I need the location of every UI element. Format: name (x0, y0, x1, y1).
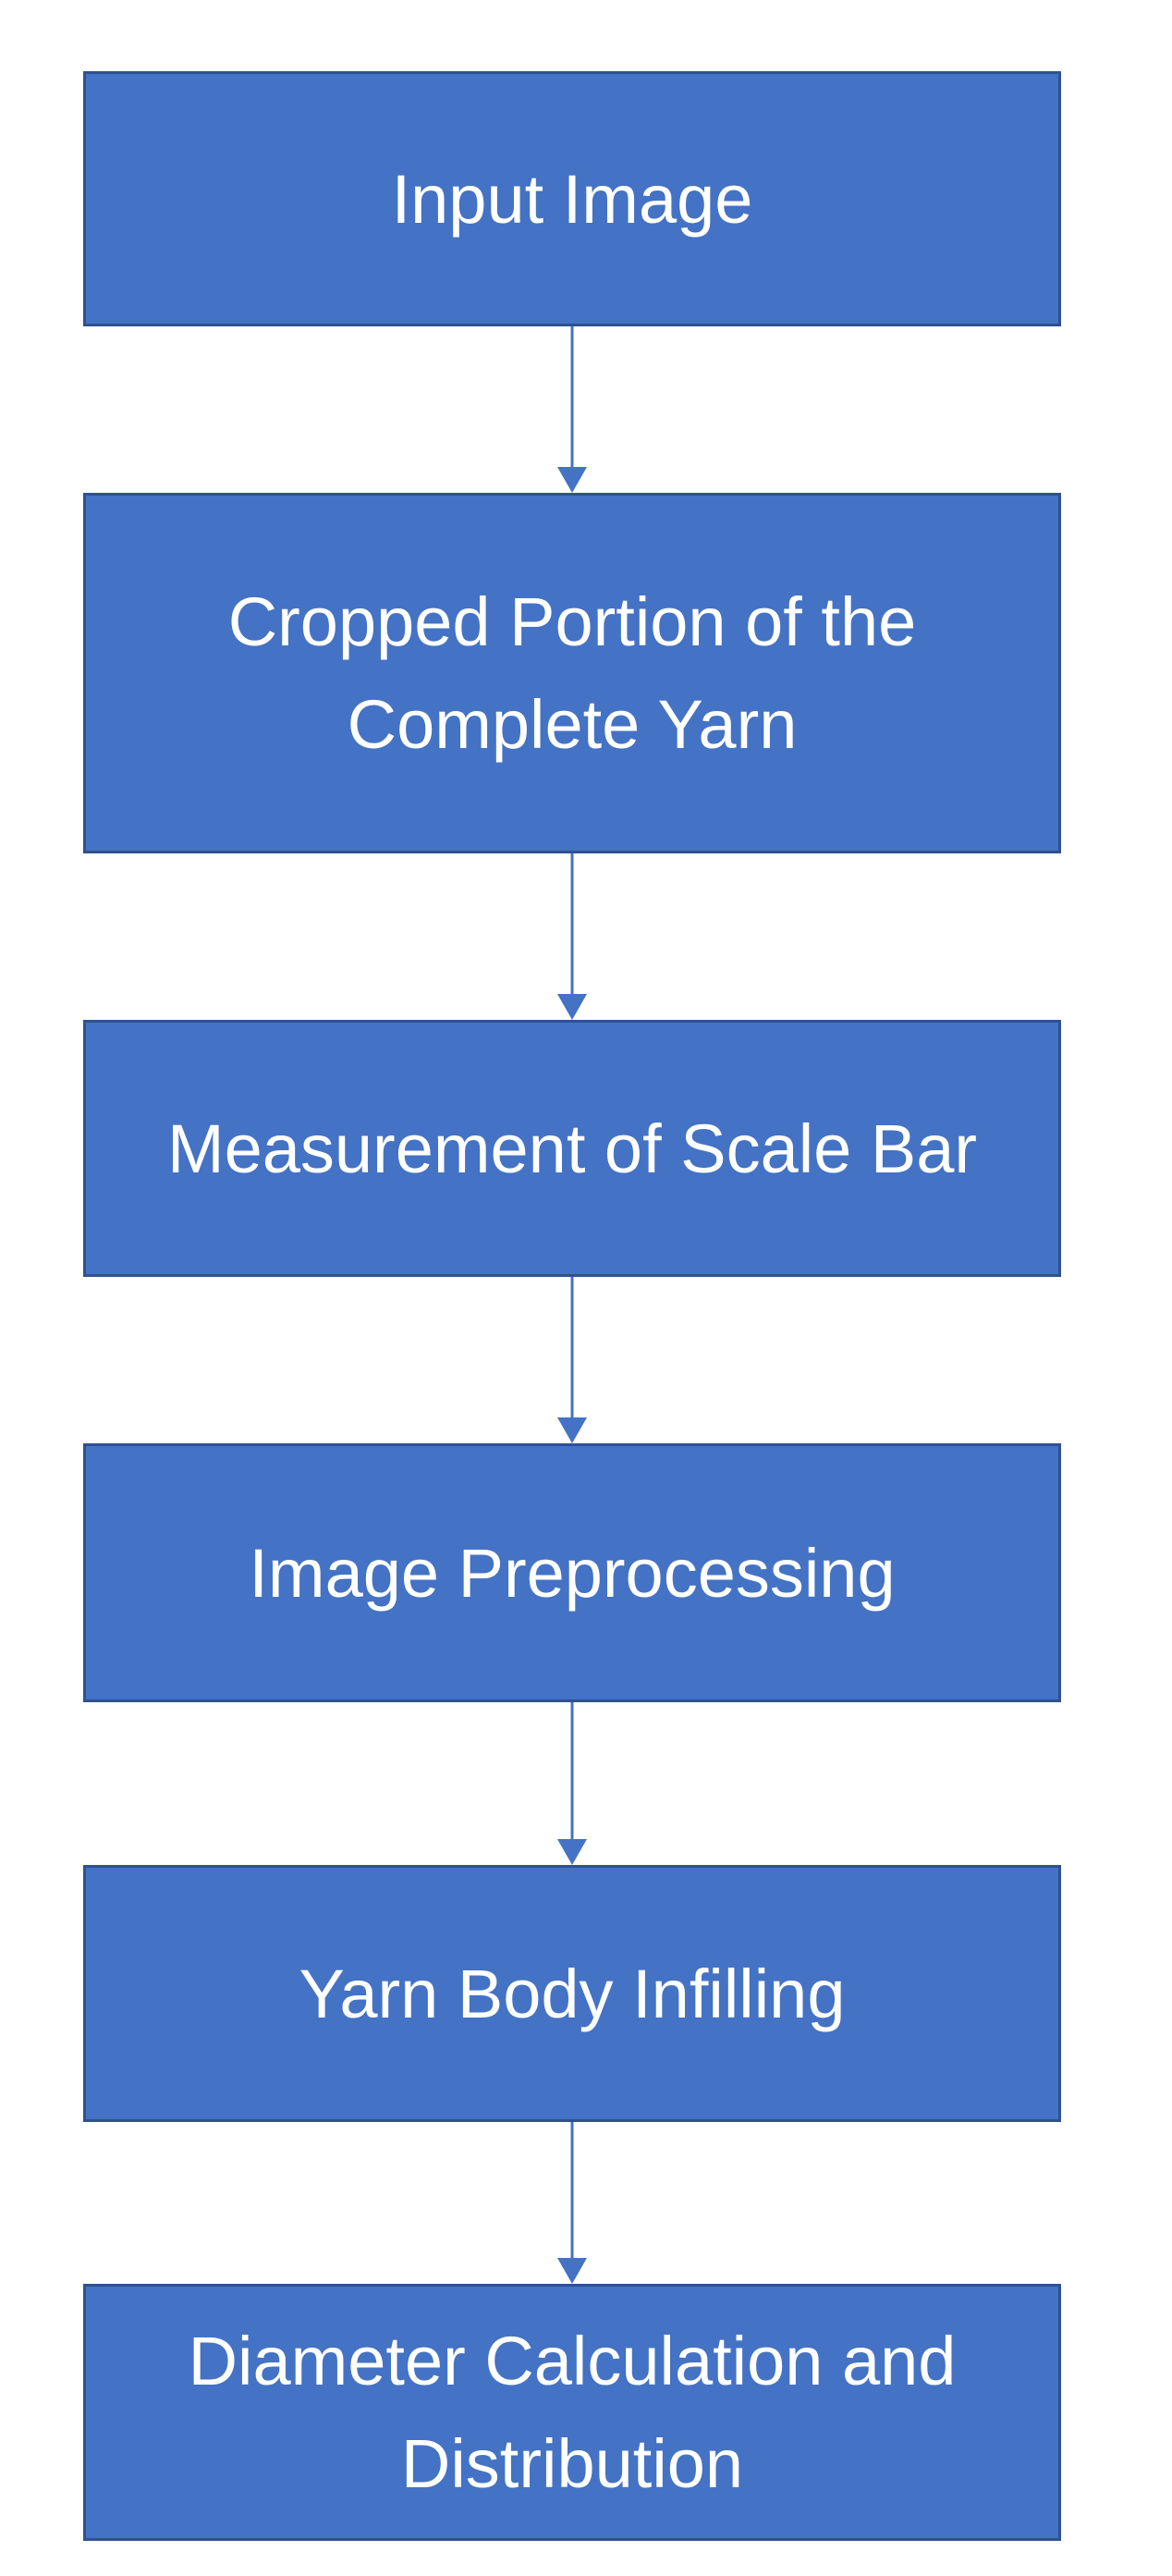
arrowhead-4-to-5 (557, 1839, 587, 1865)
step-label: Input Image (391, 160, 753, 238)
step-yarn-body-infilling: Yarn Body Infilling (83, 1865, 1061, 2122)
arrowhead-5-to-6 (557, 2258, 587, 2284)
arrowhead-3-to-4 (557, 1417, 587, 1443)
step-diameter-calculation: Diameter Calculation and Distribution (83, 2284, 1061, 2541)
step-label: Diameter Calculation and Distribution (188, 2323, 957, 2502)
step-label: Yarn Body Infilling (299, 1955, 846, 2032)
step-label: Cropped Portion of the Complete Yarn (227, 583, 917, 763)
step-label: Measurement of Scale Bar (166, 1110, 978, 1187)
arrowhead-1-to-2 (557, 467, 587, 493)
step-image-preprocessing: Image Preprocessing (83, 1443, 1061, 1702)
step-cropped-portion: Cropped Portion of the Complete Yarn (83, 493, 1061, 853)
step-input-image: Input Image (83, 71, 1061, 326)
arrowhead-2-to-3 (557, 994, 587, 1020)
step-label: Image Preprocessing (249, 1534, 896, 1612)
step-scale-bar-measurement: Measurement of Scale Bar (83, 1020, 1061, 1277)
